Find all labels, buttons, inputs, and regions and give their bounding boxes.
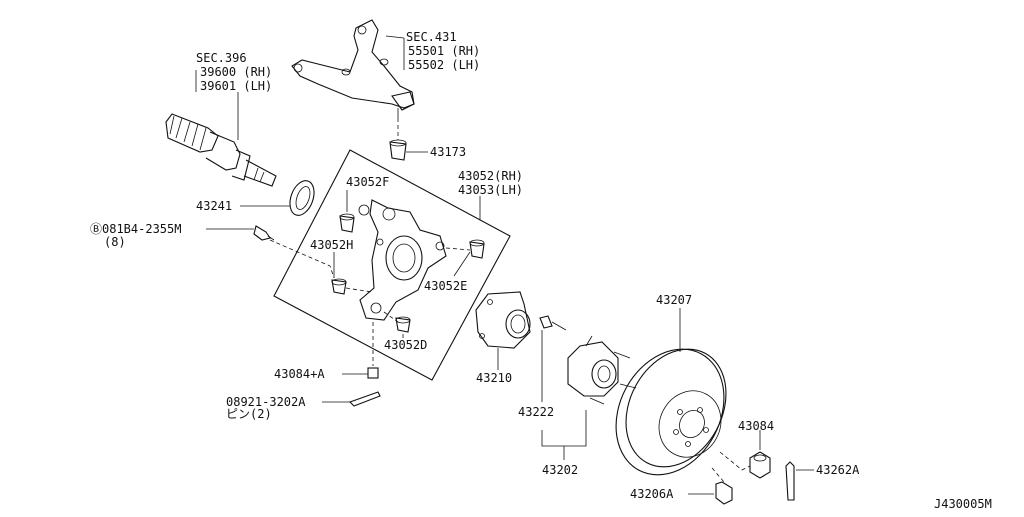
knuckle-frame — [273, 149, 511, 381]
pin-43262a — [785, 461, 795, 501]
label-43173: 43173 — [430, 145, 466, 159]
label-43202: 43202 — [542, 463, 578, 477]
bushing-43052e — [469, 239, 485, 259]
label-43241: 43241 — [196, 199, 232, 213]
bushing-43052f — [339, 213, 355, 233]
label-43052d: 43052D — [384, 338, 427, 352]
bushing-43173 — [389, 139, 407, 161]
bearing-43210 — [475, 291, 531, 349]
label-43084: 43084 — [738, 419, 774, 433]
label-sec431: SEC.431 — [406, 30, 457, 44]
label-43052f: 43052F — [346, 175, 389, 189]
upper-link — [291, 19, 415, 118]
bolt-081b4 — [253, 225, 275, 241]
knuckle — [358, 199, 447, 321]
hub-43202 — [567, 335, 637, 405]
label-sec431-rh: 55501 (RH) — [408, 44, 480, 58]
label-sec396: SEC.396 — [196, 51, 247, 65]
bushing-43052d — [395, 316, 411, 333]
label-43206a: 43206A — [630, 487, 674, 501]
label-43053lh: 43053(LH) — [458, 183, 523, 197]
label-43222: 43222 — [518, 405, 554, 419]
brake-disc-43207 — [615, 348, 727, 476]
label-43052e: 43052E — [424, 279, 467, 293]
label-bolt-spec: Ⓑ081B4-2355M — [90, 222, 181, 236]
label-sec396-rh: 39600 (RH) — [200, 65, 272, 79]
cap-43206a — [715, 481, 733, 505]
label-43207: 43207 — [656, 293, 692, 307]
label-43210: 43210 — [476, 371, 512, 385]
label-08921: 08921-3202A — [226, 395, 306, 409]
label-43052rh: 43052(RH) — [458, 169, 523, 183]
label-43052h: 43052H — [310, 238, 353, 252]
seal-43241 — [289, 180, 315, 216]
nut-43084a — [367, 367, 379, 379]
label-43262a: 43262A — [816, 463, 860, 477]
bolt-43222 — [539, 315, 567, 331]
drive-shaft — [165, 113, 277, 187]
diagram-code: J430005M — [934, 497, 992, 511]
label-bolt-qty: (8) — [104, 235, 126, 249]
nut-43084 — [749, 451, 771, 479]
label-sec396-lh: 39601 (LH) — [200, 79, 272, 93]
label-sec431-lh: 55502 (LH) — [408, 58, 480, 72]
label-43084a: 43084+A — [274, 367, 325, 381]
cotter-pin-08921 — [348, 391, 381, 407]
bushing-43052h — [331, 278, 347, 295]
label-08921-qty: ピン(2) — [226, 407, 272, 421]
